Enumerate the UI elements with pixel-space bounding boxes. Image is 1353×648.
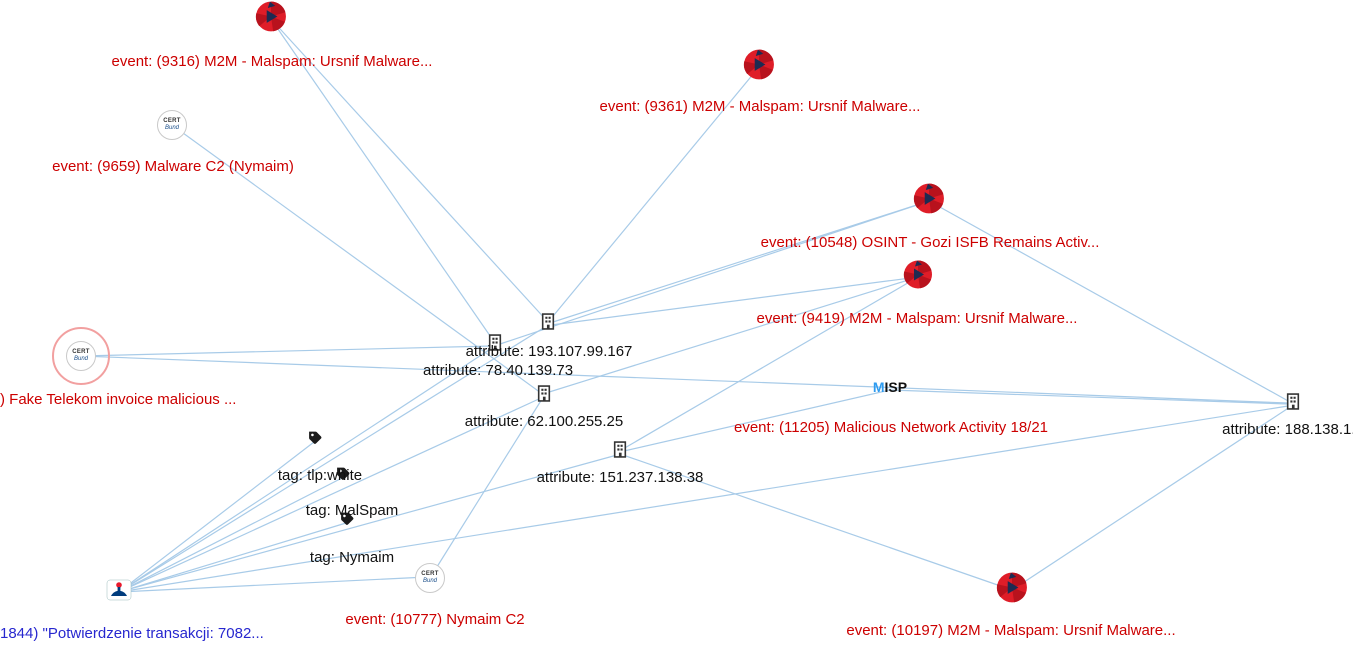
tag-icon [341, 512, 354, 525]
edge [622, 454, 1013, 591]
edge [118, 522, 347, 593]
edge [548, 66, 760, 322]
event-label: event: (9659) Malware C2 (Nymaim) [52, 158, 294, 175]
edge [118, 477, 343, 593]
attribute-label: attribute: 193.107.99.167 [465, 343, 633, 360]
building-icon [541, 313, 555, 330]
event-icon [255, 1, 286, 32]
event-node-10197[interactable] [996, 572, 1028, 609]
edge [499, 200, 930, 345]
event-label: event: (9361) M2M - Malspam: Ursnif Malw… [599, 98, 921, 115]
event-node-9659[interactable]: CERT Bund [157, 110, 187, 140]
edge [270, 18, 549, 323]
edge [545, 276, 919, 394]
edge [889, 389, 1289, 405]
cert-logo-text: CERT [421, 571, 439, 578]
edge [550, 276, 919, 326]
cert-bund-logo: CERT Bund [157, 110, 187, 140]
building-icon [1286, 393, 1300, 410]
edge [622, 276, 919, 450]
tag-label: tag: MalSpam [305, 502, 399, 519]
building-icon [488, 334, 502, 351]
event-node-10777[interactable]: CERT Bund [415, 563, 445, 593]
edge [118, 347, 493, 593]
edge [80, 345, 493, 357]
edge [1011, 406, 1291, 591]
tag-label: tag: Nymaim [309, 549, 395, 566]
tag-node-nymaim[interactable] [340, 511, 355, 531]
edge [118, 397, 542, 593]
tag-node-tlp-white[interactable] [308, 430, 323, 450]
event-icon [913, 183, 944, 214]
event-icon [996, 572, 1027, 603]
event-label: event: (10197) M2M - Malspam: Ursnif Mal… [846, 622, 1176, 639]
event-label: ) Fake Telekom invoice malicious ... [0, 391, 237, 408]
edge [118, 576, 428, 593]
event-label: event: (10548) OSINT - Gozi ISFB Remains… [760, 234, 1100, 251]
event-node-9419[interactable] [903, 260, 933, 295]
edge [118, 441, 315, 593]
cert-bund-logo: CERT Bund [415, 563, 445, 593]
event-node-9361[interactable] [743, 49, 775, 86]
event-node-9316[interactable] [255, 1, 287, 38]
attribute-label: attribute: 78.40.139.73 [422, 362, 574, 379]
event-icon [903, 260, 932, 289]
event-label: event: (11205) Malicious Network Activit… [733, 419, 1049, 436]
attribute-label: attribute: 188.138.1... [1222, 421, 1353, 438]
attribute-node-188[interactable] [1286, 393, 1301, 415]
edge [118, 454, 618, 593]
cert-logo-text: Bund [422, 578, 437, 584]
pko-bank-logo [106, 579, 132, 601]
tag-icon [309, 431, 322, 444]
tag-node-malspam[interactable] [336, 466, 351, 486]
cert-bund-logo: CERT Bund [66, 341, 96, 371]
attribute-node-193[interactable] [541, 313, 556, 335]
event-node-fake-telekom[interactable]: CERT Bund [66, 341, 96, 371]
event-label: event: (10777) Nymaim C2 [345, 611, 525, 628]
edge [80, 355, 1289, 404]
event-label: event: (9419) M2M - Malspam: Ursnif Malw… [756, 310, 1078, 327]
event-icon [743, 49, 774, 80]
tag-icon [337, 467, 350, 480]
event-node-11205-misp-logo[interactable]: MISP [873, 379, 907, 395]
event-node-10548[interactable] [913, 183, 945, 220]
cert-logo-text: CERT [72, 349, 90, 356]
edge [118, 405, 1289, 593]
edge [171, 124, 542, 394]
attribute-node-78[interactable] [488, 334, 503, 356]
selection-ring [52, 327, 110, 385]
edge [623, 389, 891, 452]
event-label: 1844) "Potwierdzenie transakcji: 7082... [0, 625, 264, 642]
building-icon [613, 441, 627, 458]
event-node-pko[interactable] [106, 577, 132, 607]
edge [928, 200, 1291, 403]
misp-logo-text: ISP [884, 379, 908, 395]
edge [552, 200, 930, 323]
tag-label: tag: tlp:white [277, 467, 363, 484]
attribute-label: attribute: 151.237.138.38 [536, 469, 704, 486]
building-icon [537, 385, 551, 402]
edge [429, 398, 543, 579]
attribute-node-62[interactable] [537, 385, 552, 407]
cert-logo-text: Bund [164, 125, 179, 131]
event-label: event: (9316) M2M - Malspam: Ursnif Malw… [111, 53, 433, 70]
misp-logo-text: M [872, 379, 885, 395]
attribute-label: attribute: 62.100.255.25 [464, 413, 624, 430]
edge [270, 18, 496, 344]
attribute-node-151[interactable] [613, 441, 628, 463]
cert-logo-text: CERT [163, 118, 181, 125]
cert-logo-text: Bund [73, 356, 88, 362]
